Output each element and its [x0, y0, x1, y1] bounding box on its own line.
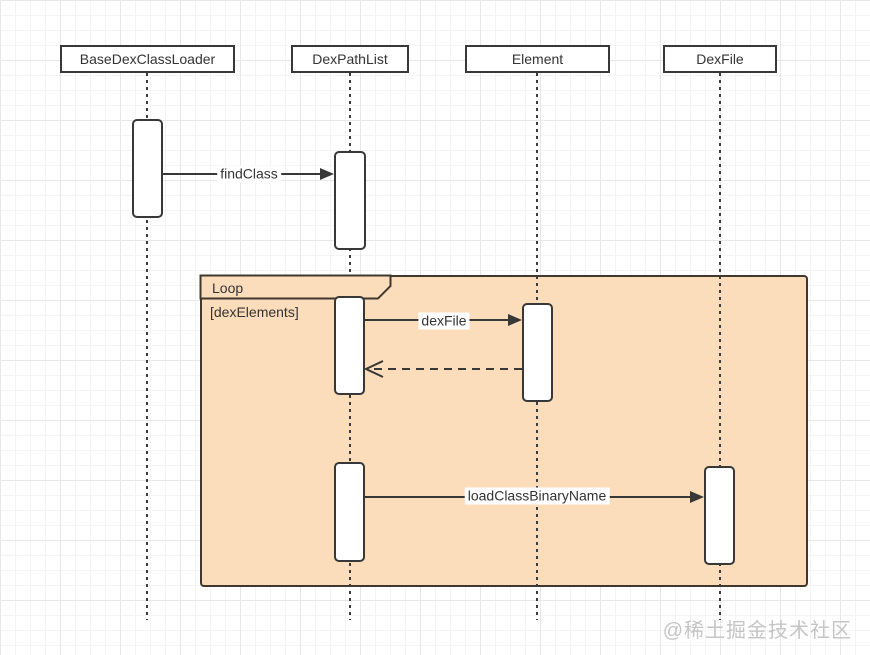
lifeline-name: BaseDexClassLoader: [79, 51, 216, 67]
lifeline-name: Element: [511, 51, 564, 67]
lifeline-name: DexFile: [696, 51, 744, 67]
lifeline-header-basedexclassloader: BaseDexClassLoader: [60, 45, 235, 73]
lifeline-name: DexPathList: [312, 51, 388, 67]
activation-element: [522, 303, 553, 402]
lifeline-dexfile: [719, 73, 721, 620]
activation-dexpathlist-3: [334, 462, 365, 562]
fragment-guard-label: [dexElements]: [210, 304, 299, 320]
watermark-text: @稀土掘金技术社区: [662, 620, 852, 642]
message-label-loadclassbinaryname: loadClassBinaryName: [464, 487, 610, 505]
lifeline-header-element: Element: [465, 45, 610, 73]
loop-fragment-label-pentagon: [199, 274, 392, 300]
activation-dexpathlist-2: [334, 296, 365, 395]
activation-dexfile: [704, 466, 735, 565]
lifeline-header-dexpathlist: DexPathList: [291, 45, 409, 73]
message-label-dexfile: dexFile: [418, 312, 470, 330]
activation-dexpathlist-1: [334, 151, 366, 250]
lifeline-basedexclassloader: [146, 73, 148, 620]
activation-basedexclassloader: [132, 119, 163, 218]
message-label-findclass: findClass: [217, 165, 281, 183]
fragment-operator-label: Loop: [212, 280, 244, 296]
lifeline-header-dexfile: DexFile: [663, 45, 777, 73]
